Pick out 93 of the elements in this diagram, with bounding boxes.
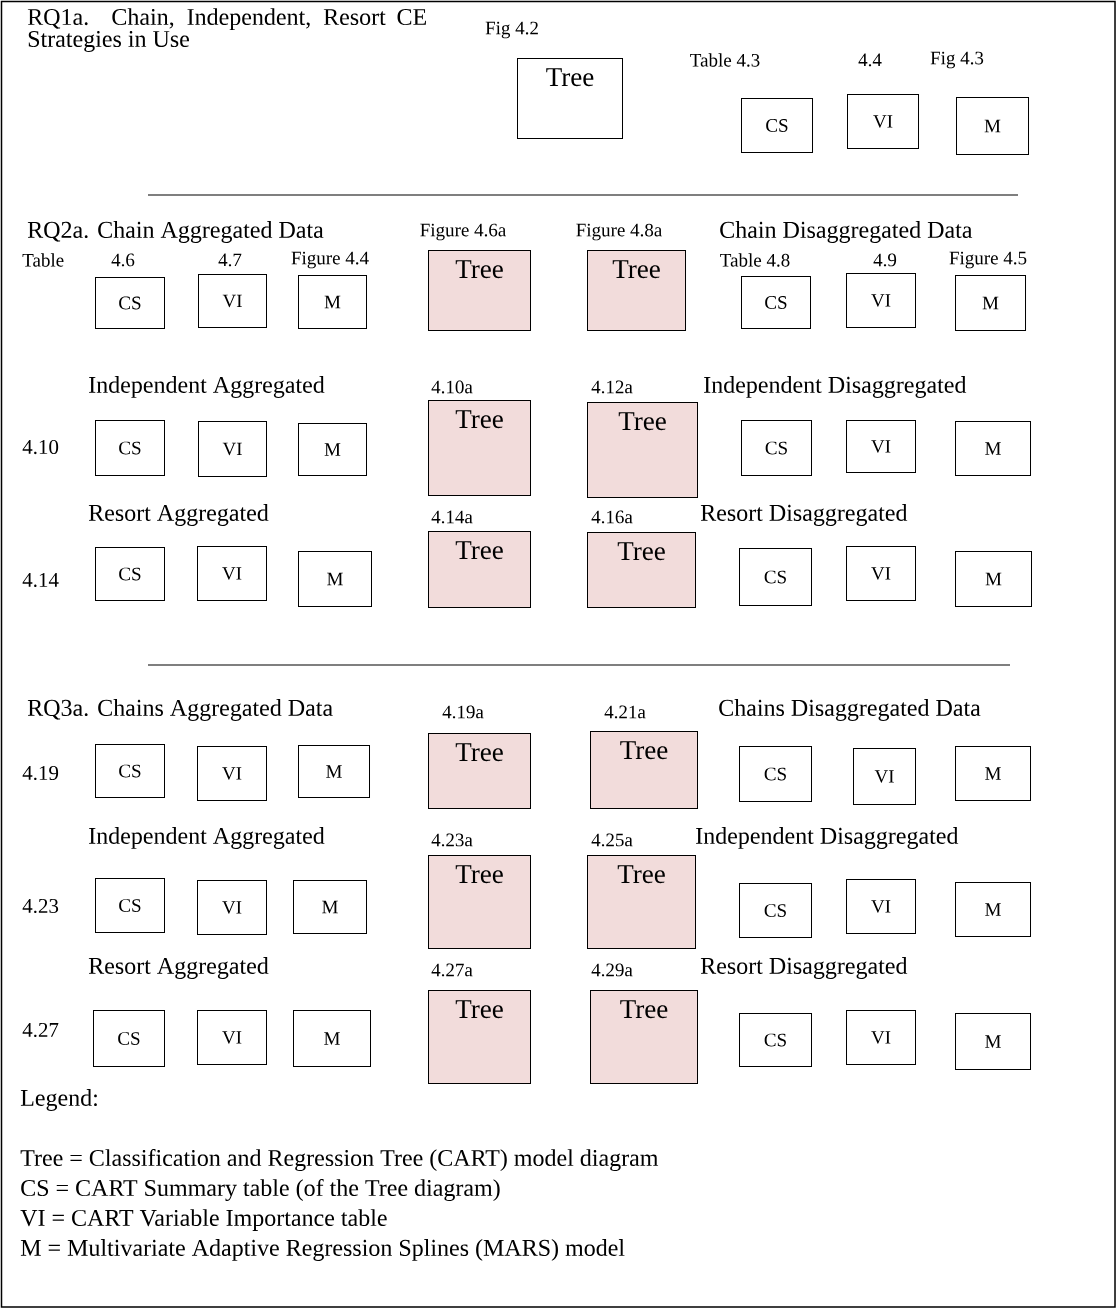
table-box: M [955,275,1026,331]
tree-box: Tree [428,250,531,331]
caption-label: 4.23a [431,833,473,847]
table-box: CS [95,277,165,329]
text-label: Resort Disaggregated [700,957,908,979]
text-label: Resort Aggregated [88,957,269,979]
text-label: Resort Disaggregated [700,504,908,526]
tree-box: Tree [587,532,696,608]
tree-box: Tree [428,733,531,809]
caption-label: Figure 4.4 [291,251,369,269]
table-box: CS [95,744,165,798]
table-box: M [955,1013,1031,1070]
table-box: CS [741,420,812,476]
text-label: CS = CART Summary table (of the Tree diagram) [21,1179,500,1202]
table-box: CS [739,883,812,938]
text-label: Independent Aggregated [89,827,325,849]
table-box: M [293,1010,371,1067]
table-box: M [298,423,367,476]
table-box: VI [846,1010,916,1065]
table-box: CS [739,746,812,802]
text-label: 4.27 [22,1022,59,1038]
caption-label: Fig 4.2 [485,21,538,39]
table-box: CS [95,547,165,601]
table-box: VI [197,546,267,601]
heading: RQ1a. Chain, Independent, Resort CE Strategies in Use [27,8,426,53]
tree-box: Tree [428,990,531,1084]
table-box: VI [198,421,267,477]
table-box: CS [95,878,165,933]
text-label: RQ2a. Chain Aggregated Data [27,221,324,243]
tree-box: Tree [590,990,698,1084]
table-box: VI [853,748,916,805]
caption-label: Table 4.3 [690,53,760,67]
caption-label: 4.14a [431,510,473,524]
text-label: 4.19 [22,765,59,781]
tree-box: Tree [590,731,698,809]
text-label: Table [22,253,64,267]
text-label: Legend: [20,1089,97,1111]
caption-label: 4.25a [591,833,633,847]
tree-box: Tree [587,855,696,949]
caption-label: Figure 4.5 [949,251,1027,269]
caption-label: 4.7 [218,253,242,267]
caption-label: 4.10a [431,380,473,394]
text-label: RQ3a. Chains Aggregated Data [27,699,333,721]
text-label: 4.14 [22,572,59,588]
caption-label: Figure 4.8a [576,223,662,241]
table-box: VI [846,879,916,934]
caption-label: 4.16a [591,510,633,524]
text-label: VI = CART Variable Importance table [20,1209,387,1231]
table-box: VI [197,746,267,801]
table-box: VI [847,94,919,149]
tree-box: Tree [428,531,531,608]
table-box: M [293,880,367,934]
table-box: CS [95,420,165,476]
text-label: M = Multivariate Adaptive Regression Splines (MARS) model [20,1239,625,1261]
tree-box: Tree [428,400,531,496]
table-box: VI [846,273,916,328]
text-label: 4.10 [22,439,59,455]
text-label: 4.23 [22,898,59,914]
tree-box: Tree [517,58,623,139]
caption-label: Table 4.8 [720,253,790,267]
table-box: CS [739,548,812,606]
caption-label: Fig 4.3 [930,51,984,69]
text-label: Independent Aggregated [89,376,325,398]
table-box: VI [197,880,267,935]
text-label: Chains Disaggregated Data [719,699,981,721]
caption-label: 4.29a [591,963,633,977]
text-label: Tree = Classification and Regression Tree (CART) model diagram [20,1149,659,1172]
text-label: Independent Disaggregated [696,827,959,849]
table-box: M [955,746,1031,801]
tree-box: Tree [428,855,531,949]
table-box: CS [741,276,811,329]
caption-label: 4.4 [858,53,882,67]
caption-label: 4.27a [431,963,473,977]
text-label: Chain Disaggregated Data [720,221,973,243]
tree-box: Tree [587,402,698,498]
table-box: CS [739,1013,812,1067]
table-box: M [298,275,367,329]
text-label: Resort Aggregated [88,504,269,526]
text-label: Independent Disaggregated [704,376,967,398]
table-box: M [955,882,1031,937]
table-box: CS [741,98,813,153]
tree-box: Tree [587,250,686,331]
table-box: M [955,421,1031,476]
table-box: VI [197,1010,267,1065]
table-box: M [298,551,372,607]
caption-label: 4.12a [591,380,633,394]
table-box: CS [93,1010,165,1067]
table-box: M [298,745,370,798]
table-box: M [956,97,1029,155]
table-box: VI [846,546,916,601]
table-box: M [955,551,1032,607]
table-box: VI [846,420,916,473]
table-box: VI [198,274,267,328]
